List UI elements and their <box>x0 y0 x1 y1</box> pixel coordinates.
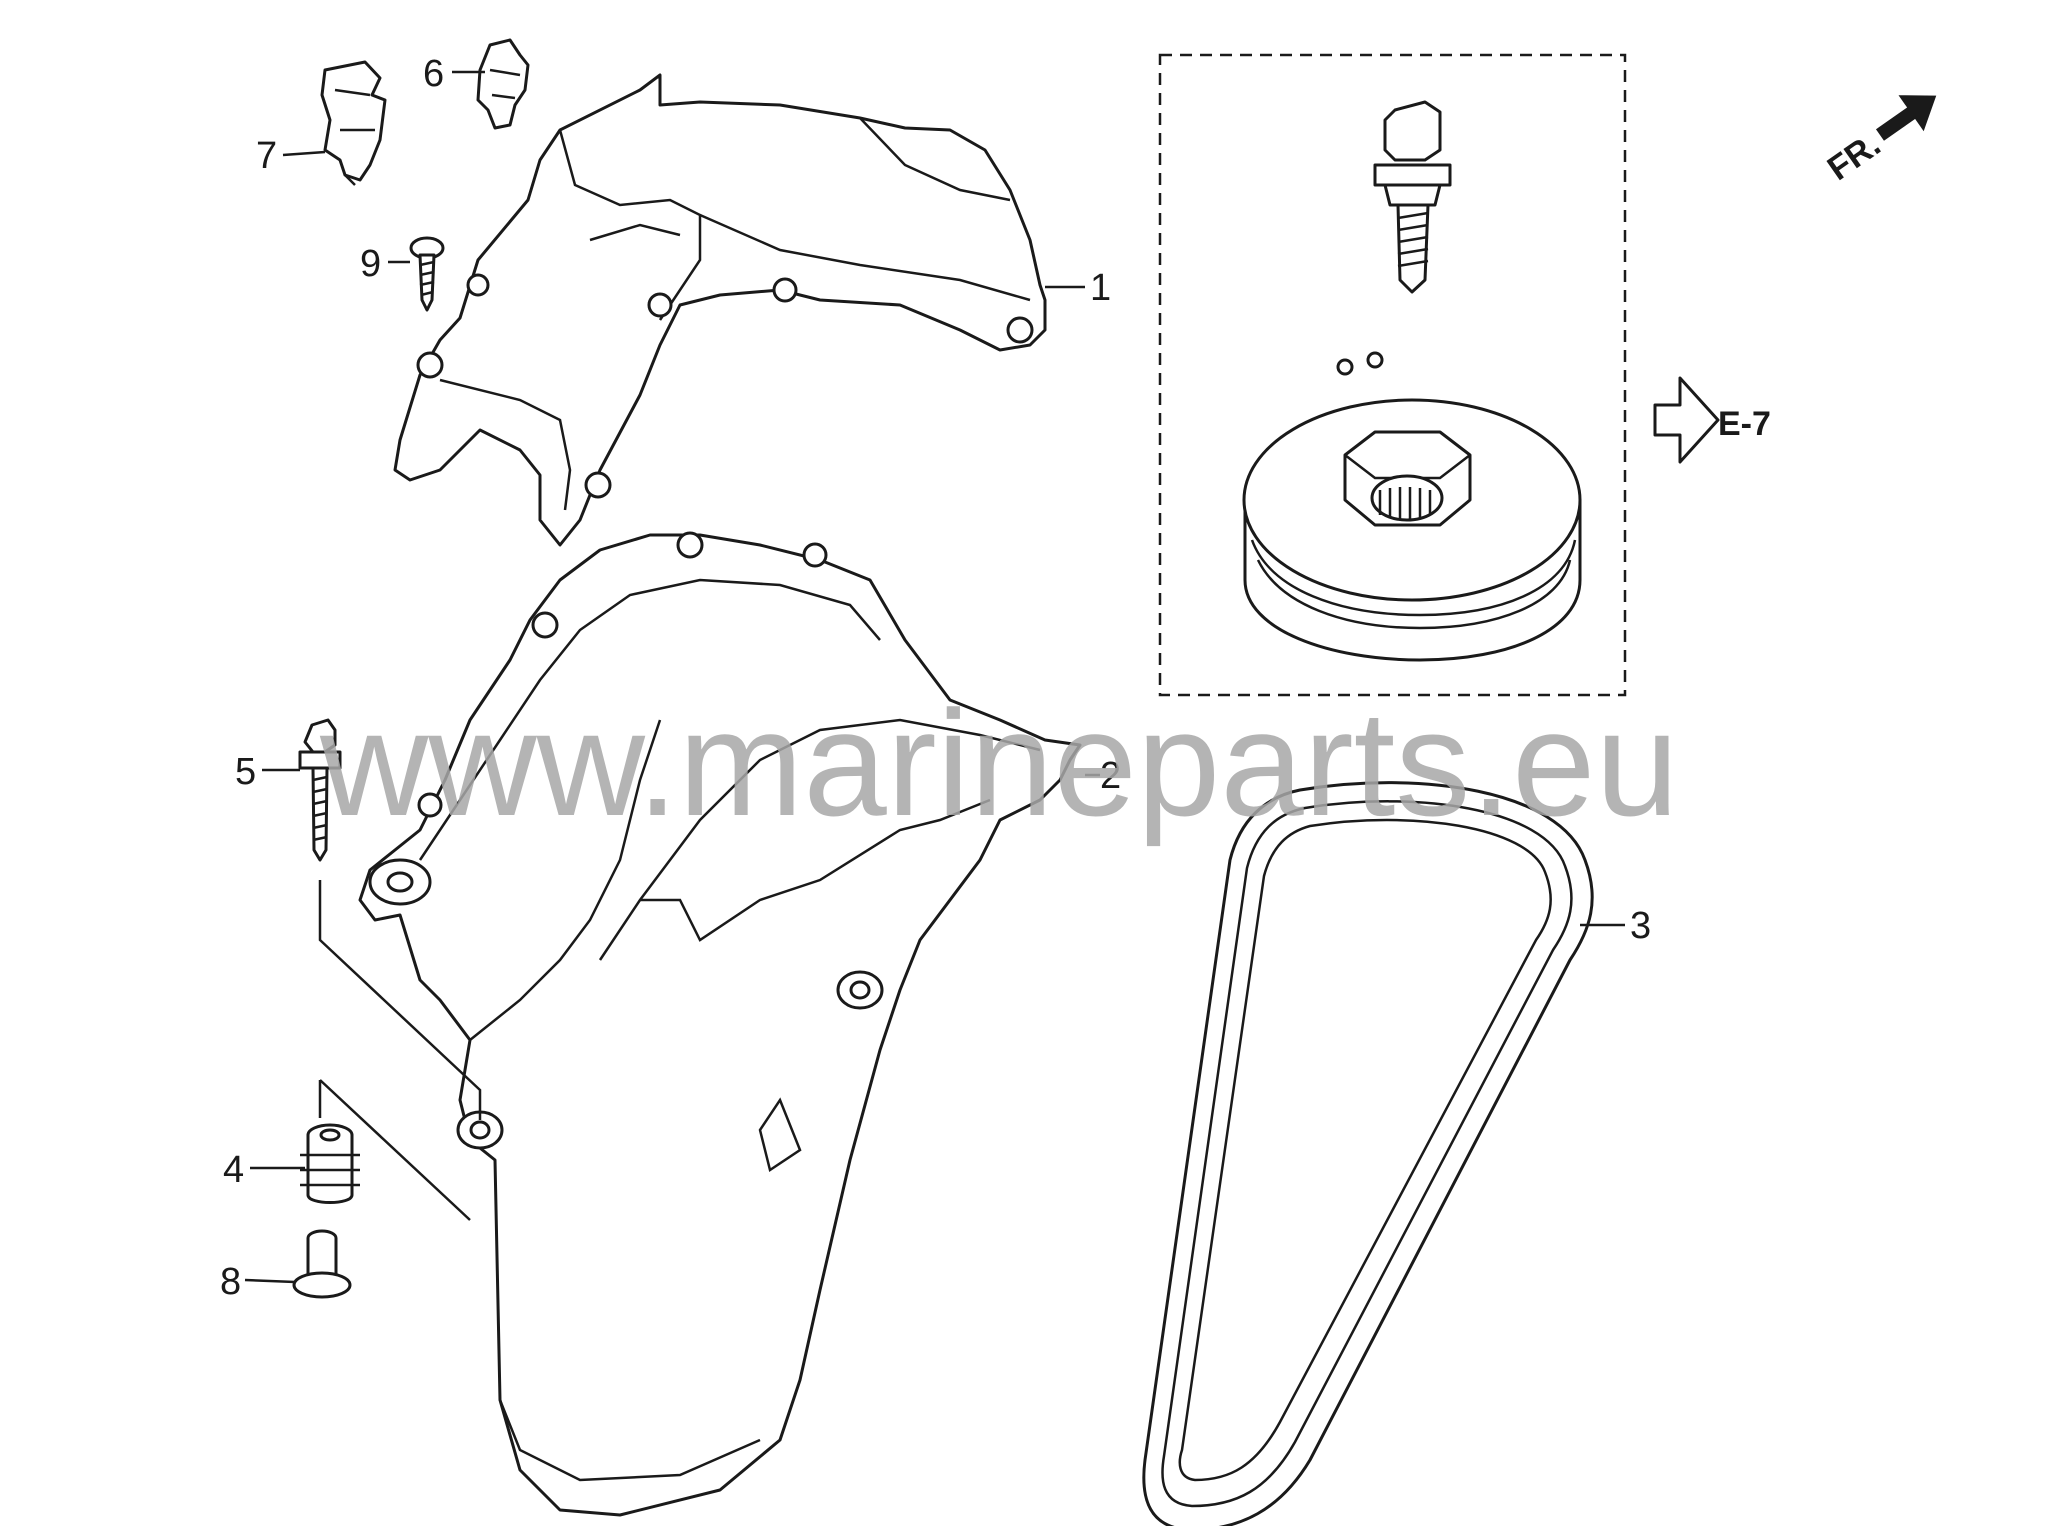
callout-5: 5 <box>235 751 256 793</box>
pulley <box>1242 351 1582 662</box>
callout-6: 6 <box>423 53 444 95</box>
callout-8: 8 <box>220 1261 241 1303</box>
upper-belt-cover <box>393 73 1047 547</box>
bolt-5 <box>298 718 342 862</box>
lower-belt-case <box>358 531 1082 1517</box>
grommet-4 <box>300 1123 360 1204</box>
arrow-right-icon <box>1875 95 1937 141</box>
callout-3: 3 <box>1630 905 1651 947</box>
callout-2: 2 <box>1100 755 1121 797</box>
drive-belt <box>1142 781 1594 1526</box>
callout-1: 1 <box>1090 267 1111 309</box>
front-direction-indicator: FR. <box>1821 95 1937 188</box>
screw-9 <box>409 236 445 312</box>
callout-7: 7 <box>256 135 277 177</box>
direction-label: FR. <box>1821 125 1888 188</box>
callout-9: 9 <box>360 243 381 285</box>
callout-4: 4 <box>223 1149 244 1191</box>
clip-6 <box>476 38 530 130</box>
watermark: www.marineparts.eu <box>319 679 1679 847</box>
collar-8 <box>292 1229 352 1299</box>
pulley-assembly-box <box>1158 53 1627 697</box>
reference-e7: E-7 <box>1653 376 1771 464</box>
pulley-bolt <box>1373 100 1452 294</box>
clip-7 <box>320 60 387 186</box>
reference-label: E-7 <box>1718 405 1771 443</box>
leader-lines <box>244 70 1625 1284</box>
callout-labels: 1 2 3 4 5 6 7 8 9 <box>220 53 1651 1303</box>
outline-arrow-right-icon <box>1653 376 1720 464</box>
